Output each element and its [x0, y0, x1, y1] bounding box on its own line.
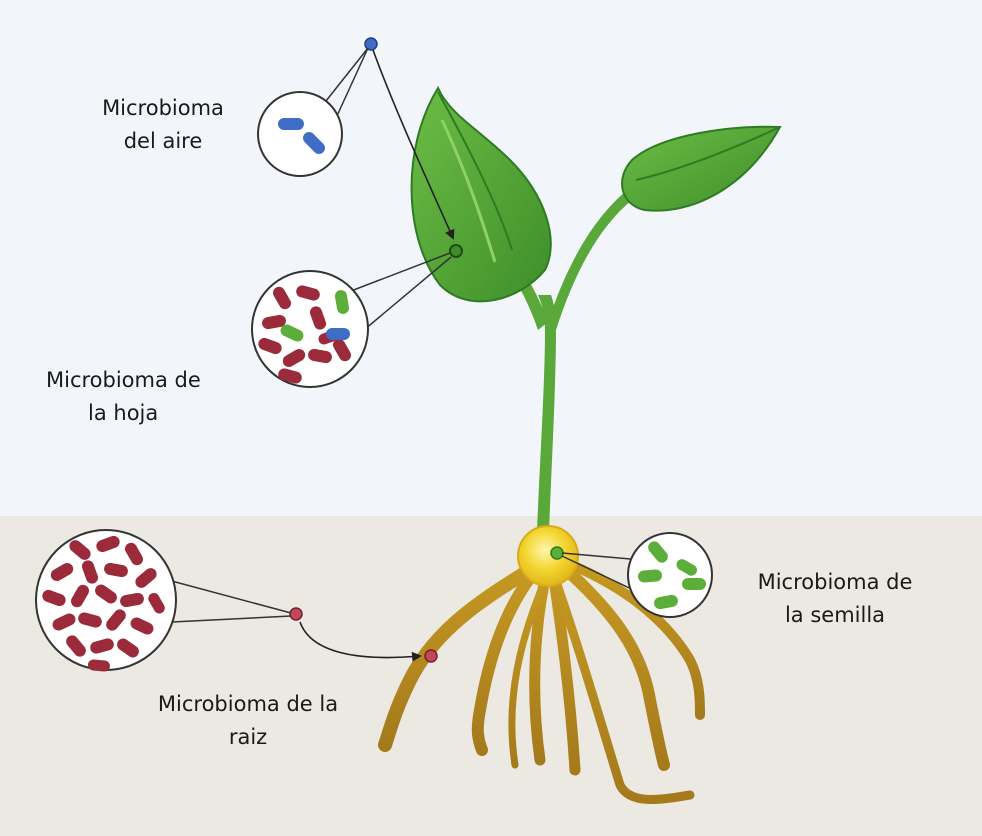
seed — [518, 526, 578, 586]
air-microbiome-label: Microbioma del aire — [78, 92, 248, 158]
air-label-line2: del aire — [78, 125, 248, 158]
seed-source-dot — [551, 547, 563, 559]
seed-label-line2: la semilla — [730, 599, 940, 632]
root-label-line1: Microbioma de la — [128, 688, 368, 721]
air-microbe-magnifier — [258, 92, 342, 176]
root-microbiome-label: Microbioma de la raiz — [128, 688, 368, 754]
leaf-label-line1: Microbioma de — [46, 364, 201, 397]
seed-microbiome-label: Microbioma de la semilla — [730, 566, 940, 632]
root-source-dot — [290, 608, 302, 620]
root-label-line2: raiz — [128, 721, 368, 754]
seed-label-line1: Microbioma de — [730, 566, 940, 599]
root-target-dot — [425, 650, 437, 662]
leaf-microbiome-label: Microbioma de la hoja — [46, 364, 201, 430]
leaf-label-line2: la hoja — [46, 397, 201, 430]
air-label-line1: Microbioma — [78, 92, 248, 125]
leaf-source-dot — [450, 245, 462, 257]
air-source-dot — [365, 38, 377, 50]
